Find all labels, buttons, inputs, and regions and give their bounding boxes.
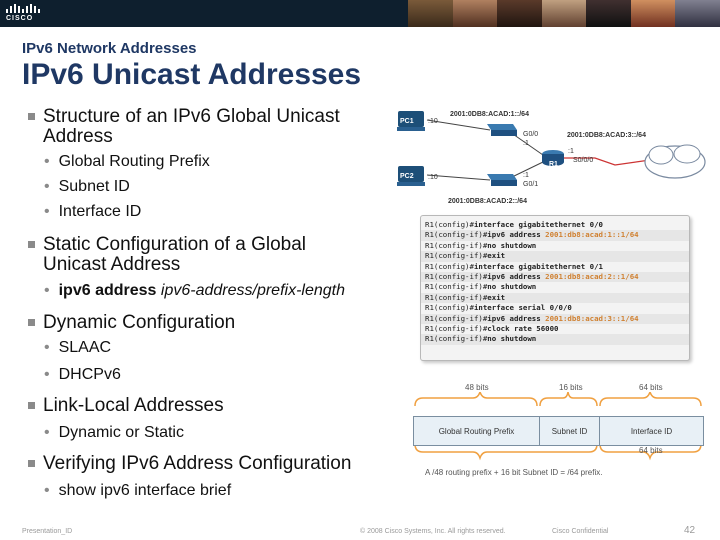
sub-bullet: •Subnet ID: [44, 178, 130, 195]
bits-label: 16 bits: [559, 383, 583, 392]
bits-label: 64 bits: [639, 446, 663, 455]
bullet-square-icon: [28, 241, 35, 248]
pc2-label: PC2: [400, 173, 414, 180]
page-title: IPv6 Unicast Addresses: [22, 58, 362, 91]
banner-photo-strip: [408, 0, 720, 27]
sub-bullet: •SLAAC: [44, 339, 112, 356]
sub-bullet: •Global Routing Prefix: [44, 153, 210, 170]
cli-line: R1(config)#interface serial 0/0/0: [425, 303, 572, 313]
bullet-square-icon: [28, 319, 35, 326]
sub-bullet-command: •ipv6 address ipv6-address/prefix-length: [44, 282, 345, 299]
subnet-id-box: Subnet ID: [539, 416, 600, 446]
address-structure-diagram: 48 bits 16 bits 64 bits Global Routing P…: [413, 380, 713, 490]
switch-icon: [487, 124, 517, 136]
bullet-square-icon: [28, 113, 35, 120]
footer-presentation-id: Presentation_ID: [22, 528, 73, 535]
cloud-icon: [644, 144, 706, 179]
pc2-icon: [397, 166, 425, 186]
sub-bullet: •DHCPv6: [44, 366, 121, 383]
router-label: R1: [549, 161, 558, 168]
svg-text::10: :10: [428, 118, 438, 125]
top-banner: CISCO: [0, 0, 720, 27]
cli-line: R1(config-if)#no shutdown: [425, 282, 537, 292]
svg-text:S0/0/0: S0/0/0: [573, 157, 593, 164]
sub-bullet: •show ipv6 interface brief: [44, 482, 232, 499]
bullet-dynamic-config: Dynamic Configuration: [28, 313, 388, 333]
structure-caption: A /48 routing prefix + 16 bit Subnet ID …: [425, 468, 603, 477]
svg-text::10: :10: [428, 174, 438, 181]
bullet-square-icon: [28, 460, 35, 467]
pc1-icon: [397, 111, 425, 131]
network-topology-diagram: PC1 PC2 R1 2001:0DB8:ACAD:1::/64 2001:0D…: [397, 111, 706, 205]
cli-line: R1(config-if)#ipv6 address 2001:db8:acad…: [421, 230, 689, 241]
svg-text::1: :1: [568, 148, 574, 155]
router-config-cli: R1(config)#interface gigabitethernet 0/0…: [420, 215, 690, 361]
page-number: 42: [684, 525, 696, 536]
cli-line: R1(config-if)#no shutdown: [425, 240, 537, 250]
bullet-link-local: Link-Local Addresses: [28, 396, 388, 416]
logo-text: CISCO: [6, 15, 34, 22]
bullet-static-config: Static Configuration of a Global Unicast…: [28, 235, 358, 275]
cli-line: R1(config-if)#exit: [421, 251, 689, 262]
svg-text::1: :1: [523, 172, 529, 179]
cli-line: R1(config-if)#ipv6 address 2001:db8:acad…: [421, 272, 689, 283]
cli-line: R1(config-if)#no shutdown: [421, 334, 689, 345]
cisco-logo: CISCO: [6, 4, 46, 24]
switch-icon: [487, 174, 517, 186]
cli-line: R1(config-if)#ipv6 address 2001:db8:acad…: [421, 313, 689, 325]
bullet-verifying: Verifying IPv6 Address Configuration: [28, 454, 428, 474]
s000-network-label: 2001:0DB8:ACAD:3::/64: [567, 132, 646, 139]
router-icon: [542, 150, 564, 166]
footer-copyright: © 2008 Cisco Systems, Inc. All rights re…: [360, 528, 506, 535]
bits-label: 48 bits: [465, 383, 489, 392]
footer-confidential: Cisco Confidential: [552, 528, 609, 535]
interface-id-box: Interface ID: [599, 416, 704, 446]
sub-bullet: •Interface ID: [44, 203, 142, 220]
cli-line: R1(config)#interface gigabitethernet 0/1: [425, 261, 603, 271]
g01-network-label: 2001:0DB8:ACAD:2::/64: [448, 198, 527, 205]
bits-label: 64 bits: [639, 383, 663, 392]
g00-network-label: 2001:0DB8:ACAD:1::/64: [450, 111, 529, 118]
cli-line: R1(config-if)#clock rate 56000: [425, 324, 559, 334]
sub-bullet: •Dynamic or Static: [44, 424, 184, 441]
bullet-structure: Structure of an IPv6 Global Unicast Addr…: [28, 107, 388, 147]
pc1-label: PC1: [400, 118, 414, 125]
svg-text:G0/0: G0/0: [523, 131, 538, 138]
bullet-square-icon: [28, 402, 35, 409]
global-routing-prefix-box: Global Routing Prefix: [413, 416, 540, 446]
svg-text:G0/1: G0/1: [523, 181, 538, 188]
section-subtitle: IPv6 Network Addresses: [22, 40, 197, 57]
svg-text::1: :1: [523, 140, 529, 147]
cli-line: R1(config)#interface gigabitethernet 0/0: [425, 220, 603, 229]
cli-line: R1(config-if)#exit: [421, 292, 689, 304]
